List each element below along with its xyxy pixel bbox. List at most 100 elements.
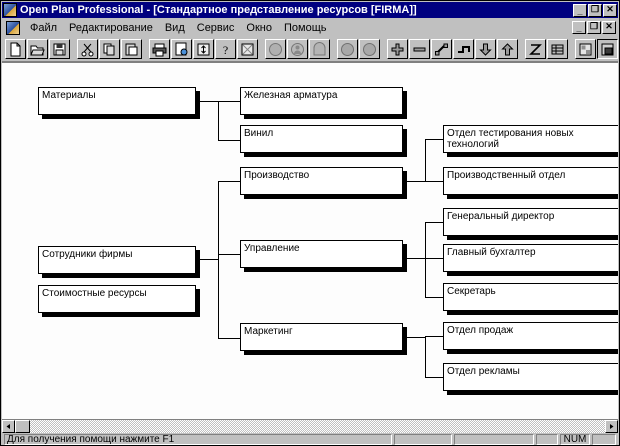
tree-node-n5[interactable]: Производство xyxy=(240,167,403,195)
arrow-down-icon[interactable] xyxy=(475,39,496,59)
paste-icon[interactable] xyxy=(121,39,142,59)
open-folder-icon[interactable] xyxy=(27,39,48,59)
circle-filled2-icon[interactable] xyxy=(359,39,380,59)
maximize-icon: ❐ xyxy=(590,3,600,14)
tree-node-n15[interactable]: Отдел рекламы xyxy=(443,363,618,391)
connector-line xyxy=(403,337,425,338)
connector-line xyxy=(425,181,443,182)
connector-line xyxy=(425,139,443,140)
tree-node-n8[interactable]: Сотрудники фирмы xyxy=(38,246,196,274)
menu-item-window[interactable]: Окно xyxy=(246,21,272,34)
connector-line xyxy=(218,181,219,338)
tree-node-label: Производственный отдел xyxy=(447,170,566,181)
menu-item-help[interactable]: Помощь xyxy=(283,21,327,34)
circle-resource-icon[interactable] xyxy=(265,39,286,59)
svg-text:?: ? xyxy=(223,43,228,57)
scroll-right-button[interactable] xyxy=(605,420,618,433)
connector-line xyxy=(425,297,443,298)
document-icon[interactable] xyxy=(6,20,20,35)
connector-line xyxy=(425,222,443,223)
tree-node-n3[interactable]: Винил xyxy=(240,125,403,153)
horizontal-scrollbar[interactable] xyxy=(2,419,618,433)
scroll-left-button[interactable] xyxy=(2,420,15,433)
shape-container-icon[interactable] xyxy=(309,39,330,59)
status-pane-3 xyxy=(454,434,534,445)
menu-bar: Файл Редактирование Вид Сервис Окно Помо… xyxy=(2,18,618,37)
close-icon: ✕ xyxy=(605,21,613,31)
status-badge-num: NUM xyxy=(560,434,590,445)
save-disk-icon[interactable] xyxy=(49,39,70,59)
minimize-icon: _ xyxy=(577,5,583,16)
tree-node-label: Железная арматура xyxy=(244,90,338,101)
copy-icon[interactable] xyxy=(99,39,120,59)
tree-node-n11[interactable]: Секретарь xyxy=(443,283,618,311)
connector-line xyxy=(425,377,443,378)
child-minimize-button[interactable]: _ xyxy=(572,21,586,34)
menu-item-tools[interactable]: Сервис xyxy=(196,21,235,34)
tree-node-label: Сотрудники фирмы xyxy=(42,249,133,260)
menu-item-view[interactable]: Вид xyxy=(164,21,185,34)
connector-line xyxy=(218,181,240,182)
tree-node-n2[interactable]: Железная арматура xyxy=(240,87,403,115)
tree-node-n9[interactable]: Управление xyxy=(240,240,403,268)
tree-node-n12[interactable]: Стоимостные ресурсы xyxy=(38,285,196,313)
filter-icon[interactable] xyxy=(237,39,258,59)
tree-node-n7[interactable]: Генеральный директор xyxy=(443,208,618,236)
fullscreen-icon[interactable] xyxy=(597,39,618,59)
link-icon[interactable] xyxy=(431,39,452,59)
tree-node-n4[interactable]: Отдел тестирования новых технологий xyxy=(443,125,618,153)
menu-item-edit[interactable]: Редактирование xyxy=(69,21,153,34)
menu-item-file[interactable]: Файл xyxy=(30,21,58,34)
arrow-up-icon[interactable] xyxy=(497,39,518,59)
status-bar: Для получения помощи нажмите F1 NUM xyxy=(2,433,618,445)
connector-line xyxy=(425,336,426,377)
close-button[interactable]: ✕ xyxy=(603,3,617,17)
tree-node-n1[interactable]: Материалы xyxy=(38,87,196,115)
open-plan-icon xyxy=(3,3,17,17)
title-bar[interactable]: Open Plan Professional - [Стандартное пр… xyxy=(2,2,618,18)
print-preview-icon[interactable] xyxy=(171,39,192,59)
tree-node-label: Винил xyxy=(244,128,274,139)
connector-line xyxy=(218,338,240,339)
window-controls: _ ❐ ✕ xyxy=(573,3,617,17)
circle-person-icon[interactable] xyxy=(287,39,308,59)
scrollbar-track[interactable] xyxy=(15,420,605,433)
layout-icon[interactable] xyxy=(575,39,596,59)
connector-line xyxy=(196,259,218,260)
help-question-icon[interactable]: ? xyxy=(215,39,236,59)
tree-node-n10[interactable]: Главный бухгалтер xyxy=(443,244,618,272)
circle-filled-icon[interactable] xyxy=(337,39,358,59)
minus-icon[interactable] xyxy=(409,39,430,59)
status-pane-4 xyxy=(536,434,558,445)
zigzag-icon[interactable] xyxy=(525,39,546,59)
mdi-child-controls: _ ❐ ✕ xyxy=(572,21,616,34)
tree-node-label: Производство xyxy=(244,170,310,181)
window-title: Open Plan Professional - [Стандартное пр… xyxy=(20,4,417,16)
print-icon[interactable] xyxy=(149,39,170,59)
grid-view-icon[interactable] xyxy=(547,39,568,59)
child-close-button[interactable]: ✕ xyxy=(602,21,616,34)
connector-line xyxy=(403,181,425,182)
tree-node-label: Маркетинг xyxy=(244,326,293,337)
scrollbar-thumb[interactable] xyxy=(15,420,30,433)
connector-line xyxy=(196,101,218,102)
tree-node-label: Стоимостные ресурсы xyxy=(42,288,147,299)
new-icon[interactable] xyxy=(5,39,26,59)
cut-scissors-icon[interactable] xyxy=(77,39,98,59)
step-icon[interactable] xyxy=(453,39,474,59)
tree-node-n13[interactable]: Маркетинг xyxy=(240,323,403,351)
sort-icon[interactable] xyxy=(193,39,214,59)
tree-node-n6[interactable]: Производственный отдел xyxy=(443,167,618,195)
restore-icon: ❐ xyxy=(589,21,599,31)
tree-node-n14[interactable]: Отдел продаж xyxy=(443,322,618,350)
child-restore-button[interactable]: ❐ xyxy=(587,21,601,34)
tree-node-label: Отдел продаж xyxy=(447,325,514,336)
plus-icon[interactable] xyxy=(387,39,408,59)
tree-node-label: Управление xyxy=(244,243,300,254)
maximize-button[interactable]: ❐ xyxy=(588,3,602,17)
tree-node-label: Генеральный директор xyxy=(447,211,555,222)
status-message: Для получения помощи нажмите F1 xyxy=(4,434,392,445)
minimize-button[interactable]: _ xyxy=(573,3,587,17)
